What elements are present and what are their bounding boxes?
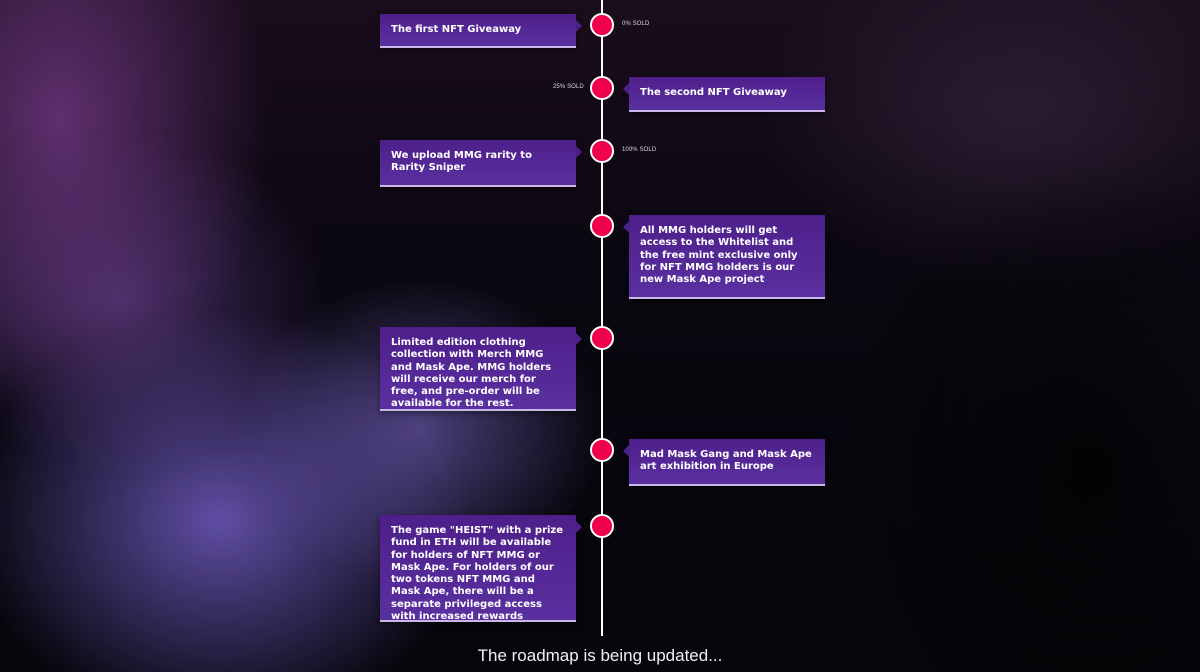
milestone-text-5: Limited edition clothing collection with… [391,337,552,410]
timeline-node-3 [590,139,614,163]
milestone-text-3: We upload MMG rarity to Rarity Sniper [391,150,532,174]
milestone-text-6: Mad Mask Gang and Mask Ape art exhibitio… [640,449,812,473]
sold-label-1: 0% SOLD [622,21,650,27]
roadmap-footer-text: The roadmap is being updated... [477,646,723,665]
milestone-card-3: We upload MMG rarity to Rarity Sniper [380,140,582,187]
milestone-card-4: All MMG holders will get access to the W… [623,215,825,299]
milestone-card-2: The second NFT Giveaway [623,77,825,112]
milestone-card-5: Limited edition clothing collection with… [380,327,582,411]
timeline-node-7 [590,514,614,538]
timeline-node-2 [590,76,614,100]
timeline-node-5 [590,326,614,350]
sold-label-3: 100% SOLD [622,147,657,153]
timeline-node-1 [590,13,614,37]
milestone-card-6: Mad Mask Gang and Mask Ape art exhibitio… [623,439,825,486]
milestone-text-2: The second NFT Giveaway [640,87,787,98]
timeline-node-4 [590,214,614,238]
milestone-card-7: The game "HEIST" with a prize fund in ET… [380,515,582,623]
timeline-line [601,0,603,636]
milestone-card-1: The first NFT Giveaway [380,14,582,48]
sold-label-2: 25% SOLD [553,84,584,90]
background-shadow [840,160,1200,672]
milestone-text-4: All MMG holders will get access to the W… [640,225,798,286]
milestone-text-1: The first NFT Giveaway [391,24,522,35]
timeline-node-6 [590,438,614,462]
milestone-text-7: The game "HEIST" with a prize fund in ET… [391,525,564,623]
